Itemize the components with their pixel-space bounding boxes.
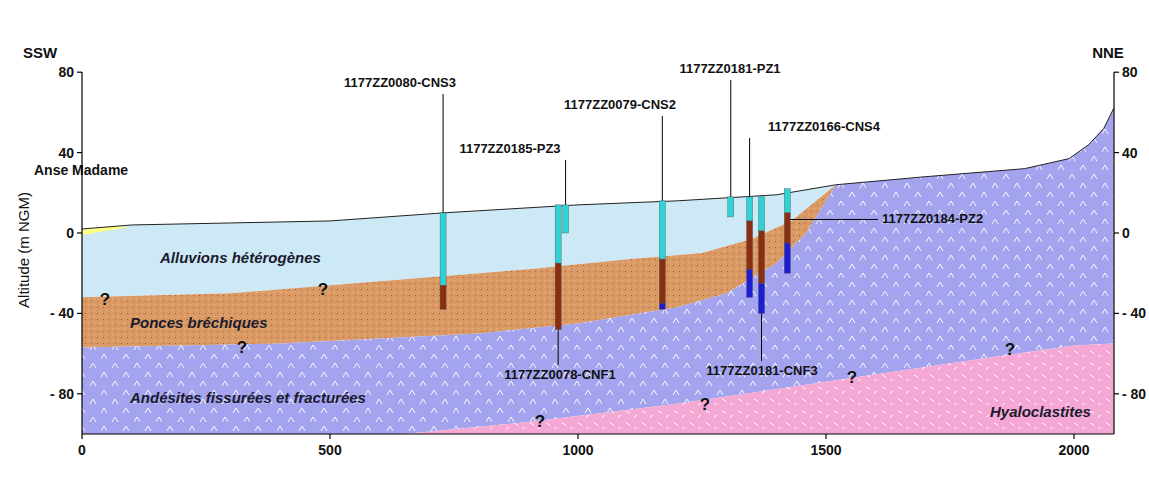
well-label: 1177ZZ0181-PZ1 [679, 62, 780, 77]
well-casing [440, 285, 446, 309]
uncertainty-mark: ? [237, 338, 247, 358]
tick-label: 0 [1122, 225, 1130, 241]
well-label: 1177ZZ0181-CNF3 [706, 364, 817, 379]
ground-surface [82, 108, 1114, 229]
well-casing [747, 269, 753, 297]
well-label: 1177ZZ0079-CNS2 [564, 98, 676, 113]
tick-label: 0 [66, 225, 74, 241]
layer-fill [82, 185, 836, 348]
well-casing [784, 213, 790, 243]
well-casing [659, 303, 665, 309]
layer-name: Alluvions hétérogènes [160, 249, 321, 266]
well-label: 1177ZZ0184-PZ2 [882, 212, 983, 227]
uncertainty-mark: ? [100, 290, 110, 310]
tick-label: 40 [1122, 145, 1138, 161]
direction-label: SSW [23, 44, 57, 61]
well-casing [555, 205, 561, 263]
well-casing [728, 197, 734, 217]
tick-label: 500 [318, 442, 341, 458]
layer-name: Ponces bréchiques [130, 314, 268, 331]
tick-label: 80 [58, 64, 74, 80]
well-casing [759, 283, 765, 313]
wells [440, 189, 790, 330]
leader-lines [443, 80, 878, 365]
place-name: Anse Madame [34, 162, 128, 178]
well-label: 1177ZZ0078-CNF1 [504, 368, 615, 383]
tick-label: - 80 [1122, 386, 1146, 402]
well-casing [759, 231, 765, 283]
layer-name: Hyaloclastites [990, 403, 1091, 420]
well-label: 1177ZZ0080-CNS3 [344, 76, 456, 91]
uncertainty-mark: ? [1005, 340, 1015, 360]
well-casing [563, 205, 569, 233]
tick-label: - 40 [1122, 305, 1146, 321]
layer-fill [82, 185, 836, 298]
well-casing [759, 197, 765, 231]
tick-label: 40 [58, 145, 74, 161]
well-casing [659, 259, 665, 303]
well-label: 1177ZZ0166-CNS4 [768, 120, 880, 135]
well-casing [784, 243, 790, 273]
well-label: 1177ZZ0185-PZ3 [459, 142, 560, 157]
axes [77, 72, 1119, 439]
well-casing [747, 221, 753, 269]
tick-label: 2000 [1058, 442, 1089, 458]
well-casing [747, 197, 753, 221]
layer-fill [82, 108, 1114, 434]
well-casing [440, 213, 446, 285]
tick-label: - 80 [50, 386, 74, 402]
tick-label: 1000 [562, 442, 593, 458]
uncertainty-mark: ? [700, 395, 710, 415]
direction-label: NNE [1092, 44, 1124, 61]
tick-label: 80 [1122, 64, 1138, 80]
uncertainty-mark: ? [847, 368, 857, 388]
tick-label: 1500 [810, 442, 841, 458]
well-casing [555, 263, 561, 329]
well-casing [659, 201, 665, 259]
axis-title: Altitude (m NGM) [15, 192, 32, 308]
tick-label: 0 [78, 442, 86, 458]
uncertainty-mark: ? [318, 280, 328, 300]
uncertainty-mark: ? [535, 412, 545, 432]
layer-name: Andésites fissurées et fracturées [130, 389, 366, 406]
well-casing [784, 189, 790, 213]
tick-label: - 40 [50, 305, 74, 321]
